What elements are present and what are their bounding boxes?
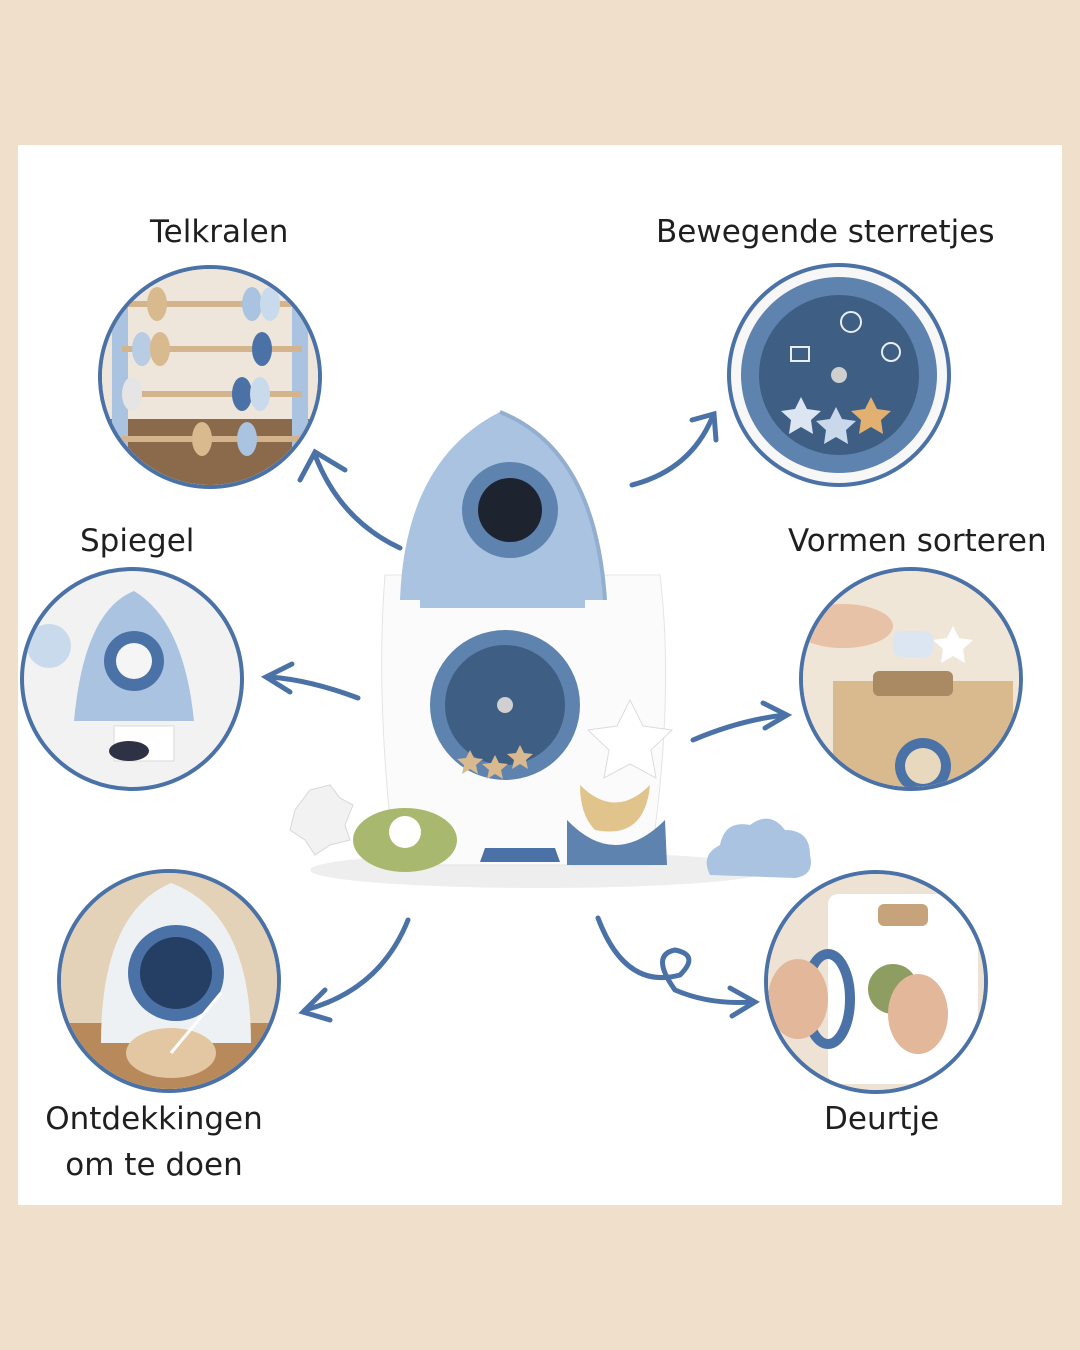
label-discoveries-line1: Ontdekkingen [45,1101,263,1137]
label-mirror: Spiegel [80,523,195,559]
label-counting-beads: Telkralen [150,214,289,250]
label-discoveries: Ontdekkingen om te doen [44,1096,264,1188]
abacus-detail-photo [98,265,322,489]
discoveries-detail-photo [57,869,281,1093]
label-shape-sorting: Vormen sorteren [788,523,1047,559]
label-discoveries-line2: om te doen [65,1147,243,1183]
little-door-detail-photo [764,870,988,1094]
moving-stars-detail-photo [727,263,951,487]
mirror-detail-photo [20,567,244,791]
label-moving-stars: Bewegende sterretjes [656,214,995,250]
label-little-door: Deurtje [824,1101,940,1137]
rocket-toy-illustration [255,400,835,900]
